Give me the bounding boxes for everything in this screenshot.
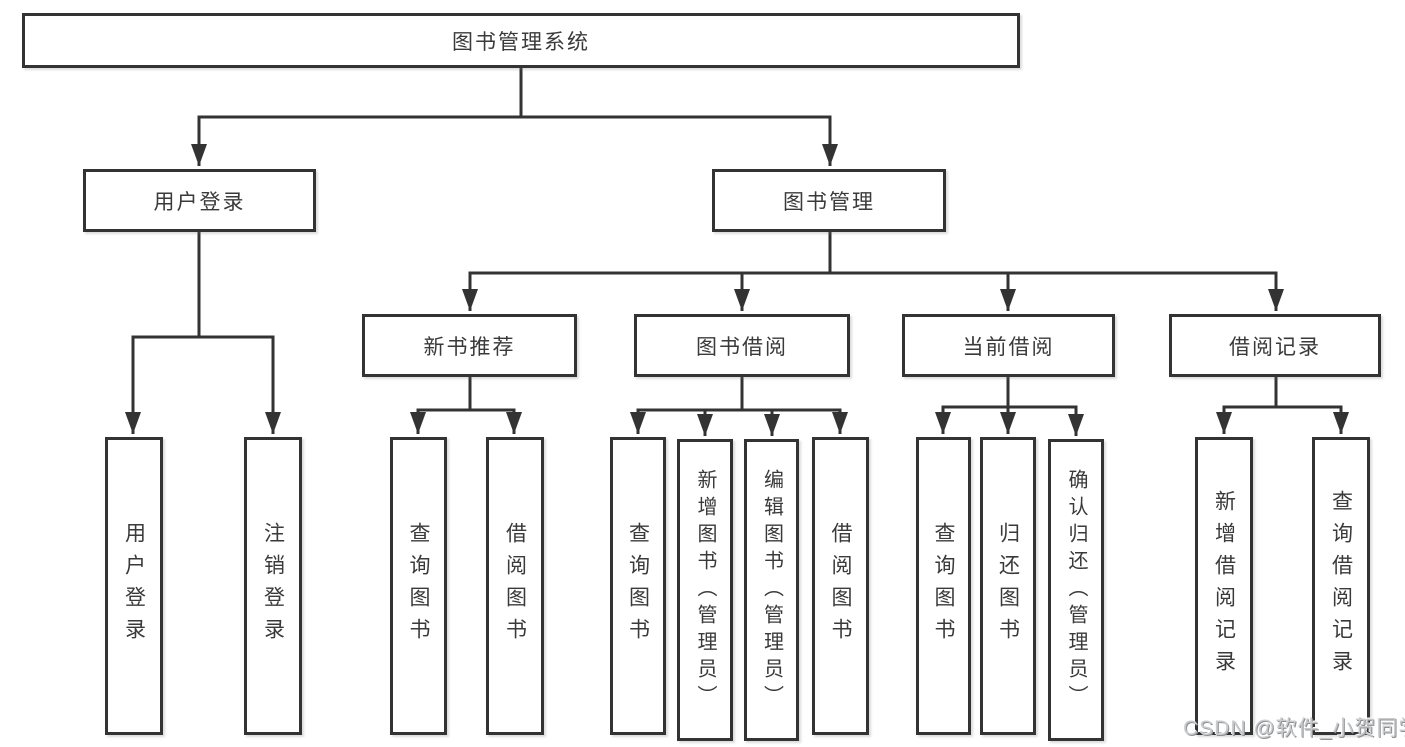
leaf-user-login-label: 用户登录 xyxy=(122,522,146,650)
leaf-return-book: 归还图书 xyxy=(980,437,1036,735)
leaf-add-book-admin-label: 新增图书（管理员） xyxy=(694,468,716,712)
connector-path xyxy=(125,67,1349,436)
leaf-add-borrow-record: 新增借阅记录 xyxy=(1195,437,1253,735)
node-root-label: 图书管理系统 xyxy=(452,30,590,54)
node-borrow-records-label: 借阅记录 xyxy=(1229,335,1321,359)
node-new-book-recommend: 新书推荐 xyxy=(362,314,577,377)
node-book-borrow-label: 图书借阅 xyxy=(696,335,788,359)
node-book-borrow: 图书借阅 xyxy=(634,314,850,377)
leaf-borrow-book-label: 借阅图书 xyxy=(829,522,852,650)
leaf-query-book-current: 查询图书 xyxy=(916,437,971,735)
leaf-borrow-book-recommend-label: 借阅图书 xyxy=(503,522,527,650)
leaf-logout-label: 注销登录 xyxy=(261,522,285,650)
leaf-borrow-book: 借阅图书 xyxy=(812,437,869,735)
node-book-management-label: 图书管理 xyxy=(783,190,875,214)
node-book-management: 图书管理 xyxy=(712,169,946,232)
leaf-add-book-admin: 新增图书（管理员） xyxy=(677,439,733,741)
leaf-query-book-borrow-label: 查询图书 xyxy=(626,522,650,650)
csdn-watermark: CSDN @软件_小贺同学 xyxy=(1183,717,1405,740)
leaf-query-book-recommend: 查询图书 xyxy=(390,437,447,735)
node-user-login-label: 用户登录 xyxy=(153,190,246,214)
leaf-query-book-recommend-label: 查询图书 xyxy=(407,522,430,650)
node-user-login: 用户登录 xyxy=(83,169,316,232)
node-root: 图书管理系统 xyxy=(22,13,1020,68)
leaf-edit-book-admin: 编辑图书（管理员） xyxy=(744,439,799,741)
leaf-query-borrow-record: 查询借阅记录 xyxy=(1312,437,1370,735)
leaf-query-borrow-record-label: 查询借阅记录 xyxy=(1329,490,1353,682)
leaf-user-login: 用户登录 xyxy=(105,437,163,735)
leaf-borrow-book-recommend: 借阅图书 xyxy=(486,437,544,735)
node-current-borrow-label: 当前借阅 xyxy=(962,335,1055,359)
node-new-book-recommend-label: 新书推荐 xyxy=(423,335,516,359)
leaf-logout: 注销登录 xyxy=(244,437,302,735)
leaf-return-book-label: 归还图书 xyxy=(996,522,1020,650)
leaf-confirm-return-admin-label: 确认归还（管理员） xyxy=(1065,468,1087,712)
leaf-query-book-current-label: 查询图书 xyxy=(932,522,955,650)
node-current-borrow: 当前借阅 xyxy=(902,314,1115,377)
leaf-add-borrow-record-label: 新增借阅记录 xyxy=(1212,490,1236,682)
leaf-edit-book-admin-label: 编辑图书（管理员） xyxy=(760,468,783,712)
node-borrow-records: 借阅记录 xyxy=(1169,314,1381,377)
leaf-confirm-return-admin: 确认归还（管理员） xyxy=(1048,439,1104,741)
leaf-query-book-borrow: 查询图书 xyxy=(610,437,666,735)
